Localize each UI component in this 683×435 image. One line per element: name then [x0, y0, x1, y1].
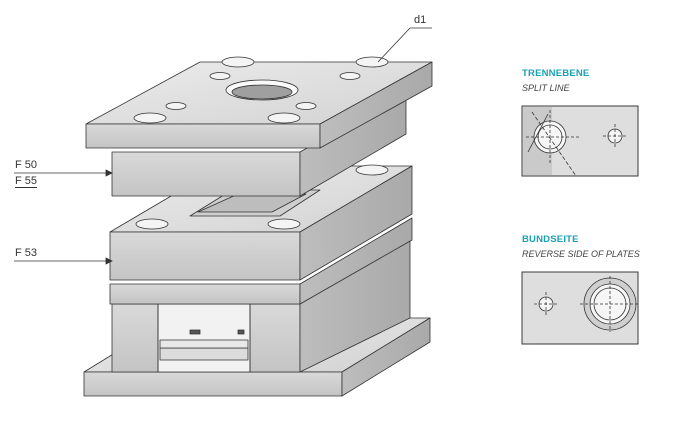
detail-1-subtitle: SPLIT LINE: [522, 83, 570, 93]
label-f55: F 55: [15, 175, 38, 188]
detail-1-title: TRENNEBENE: [522, 68, 590, 79]
leader-lines: [14, 27, 432, 265]
detail-2-title: BUNDSEITE: [522, 234, 579, 245]
label-d1: d1: [414, 14, 427, 26]
detail-split-line: [521, 105, 639, 177]
lower-cavity-plate: [109, 164, 413, 281]
label-f53: F 53: [15, 247, 38, 259]
detail-2-subtitle: REVERSE SIDE OF PLATES: [522, 249, 640, 259]
support-plate: [109, 217, 413, 305]
label-f50: F 50: [15, 159, 38, 171]
detail-reverse-side: [521, 271, 640, 345]
